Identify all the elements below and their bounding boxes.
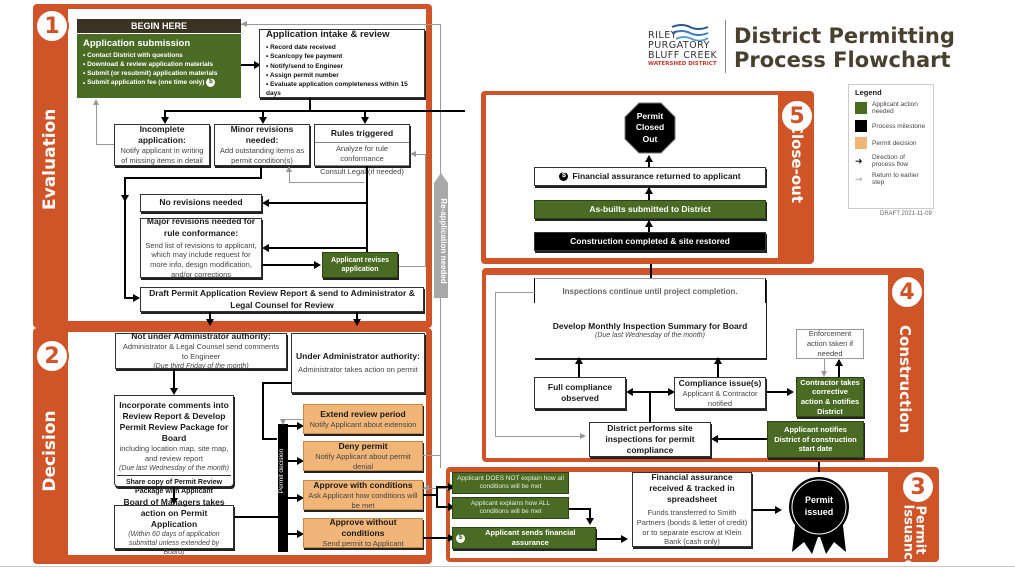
black-swatch: [855, 120, 867, 132]
reapplication-bar: [434, 183, 448, 298]
submission-item: Download & review application materials: [83, 60, 235, 69]
applicant-revises-box[interactable]: Applicant revises application: [322, 252, 398, 278]
district-inspections-box[interactable]: District performs site inspections for p…: [589, 422, 711, 457]
section-label-evaluation: Evaluation: [40, 108, 60, 210]
logo-divider: [725, 20, 726, 73]
construction-completed-box[interactable]: Construction completed & site restored: [534, 232, 766, 251]
permit-decision-bar: [278, 424, 288, 552]
inspections-continue-label: Inspections continue until project compl…: [562, 287, 738, 296]
major-revisions-box[interactable]: Major revisions needed for rule conforma…: [140, 216, 262, 279]
enforcement-action-box[interactable]: Enforcement action taken if needed: [796, 329, 864, 359]
intake-item: Evaluate application completeness within…: [266, 80, 418, 98]
intake-item: Notify/send to Engineer: [266, 62, 418, 71]
logo-text: RILEY PURGATORY BLUFF CREEK WATERSHED DI…: [648, 30, 718, 67]
section-label-closeout: Close-out: [788, 123, 806, 203]
monthly-summary-due: (Due last Wednesday of the month): [595, 332, 705, 339]
intake-item: Record date received: [266, 43, 418, 52]
board-action-box[interactable]: Board of Managers takes action on Permit…: [114, 497, 234, 556]
permit-closed-stop-icon: [624, 102, 676, 154]
section-4-badge: 4: [890, 275, 924, 309]
legend-item: Permit decision: [855, 137, 927, 149]
dollar-icon: $: [559, 172, 569, 181]
submission-item: Submit (or resubmit) application materia…: [83, 69, 235, 78]
legend-item: ⇾Return to earlier step: [855, 172, 919, 186]
extend-review-box[interactable]: Extend review period Notify Applicant ab…: [303, 404, 423, 434]
draft-date: DRAFT 2021-11-09: [880, 211, 932, 217]
green-swatch: [855, 102, 867, 114]
not-admin-authority-box[interactable]: Not under Administrator authority: Admin…: [115, 331, 287, 370]
legend-item: ➜Direction of process flow: [855, 154, 909, 168]
legend-item: Applicant action needed: [855, 101, 927, 115]
hollow-arrow-icon: ⇾: [855, 173, 863, 184]
legend-title: Legend: [855, 88, 882, 97]
submission-item: Submit application fee (one time only) $: [83, 78, 235, 88]
permit-issued-label: Permit issued: [804, 495, 834, 517]
full-compliance-box[interactable]: Full compliance observed: [534, 377, 626, 409]
solid-arrow-icon: ➜: [855, 155, 863, 166]
section-2-badge: 2: [35, 339, 69, 373]
admin-authority-box[interactable]: Under Administrator authority: Administr…: [291, 333, 425, 393]
notifies-start-date-box[interactable]: Applicant notifies District of construct…: [767, 421, 864, 458]
financial-assurance-received-box[interactable]: Financial assurance received & tracked i…: [632, 472, 752, 547]
deny-permit-box[interactable]: Deny permit Notify Applicant about permi…: [303, 441, 423, 471]
begin-here-header: BEGIN HERE: [77, 19, 241, 33]
no-revisions-box[interactable]: No revisions needed: [140, 194, 262, 212]
section-1-badge: 1: [35, 9, 69, 43]
reapplication-label: Re-application needed: [439, 198, 448, 284]
compliance-issues-box[interactable]: Compliance issue(s) Applicant & Contract…: [674, 377, 766, 409]
draft-report-box[interactable]: Draft Permit Application Review Report &…: [140, 287, 424, 312]
dollar-icon: $: [456, 533, 465, 543]
minor-revisions-box[interactable]: Minor revisions needed: Add outstanding …: [214, 124, 310, 166]
permit-closed-label: Permit Closed Out: [635, 111, 665, 144]
incomplete-application-box[interactable]: Incomplete application: Notify applicant…: [114, 124, 210, 166]
submission-title: Application submission: [83, 38, 191, 49]
fa-returned-box[interactable]: $ Financial assurance returned to applic…: [534, 167, 766, 186]
explains-conditions-box[interactable]: Applicant explains how ALL conditions wi…: [452, 497, 569, 519]
section-label-issuance: Issuance: [900, 504, 916, 569]
application-submission-box[interactable]: Application submission Contact District …: [77, 34, 241, 98]
rules-triggered-box[interactable]: Rules triggered Analyze for rule conform…: [314, 124, 410, 176]
legend-box: Legend Applicant action needed Process m…: [848, 84, 934, 209]
submission-item: Contact District with questions: [83, 51, 235, 60]
approve-without-conditions-box[interactable]: Approve without conditions Send permit t…: [303, 517, 423, 548]
incorporate-comments-box[interactable]: Incorporate comments into Review Report …: [114, 395, 234, 495]
intake-item: Assign permit number: [266, 71, 418, 80]
sends-financial-assurance-box[interactable]: $ Applicant sends financial assurance: [452, 527, 596, 549]
section-label-construction: Construction: [896, 325, 914, 434]
permit-decision-label: Permit decision: [278, 448, 285, 494]
intake-title: Application intake & review: [266, 29, 390, 41]
orange-swatch: [855, 137, 867, 149]
permit-issued-ribbon-icon: [789, 477, 849, 554]
asbuilts-box[interactable]: As-builts submitted to District: [534, 200, 766, 219]
monthly-summary-title: Develop Monthly Inspection Summary for B…: [552, 321, 748, 331]
page-title: District Permitting Process Flowchart: [734, 24, 955, 73]
intake-item: Scan/copy fee payment: [266, 52, 418, 61]
approve-with-conditions-box[interactable]: Approve with conditions Ask Applicant ho…: [303, 480, 423, 510]
does-not-explain-box[interactable]: Applicant DOES NOT explain how all condi…: [452, 472, 569, 494]
section-label-decision: Decision: [40, 410, 60, 492]
application-intake-box[interactable]: Application intake & review Record date …: [259, 29, 425, 98]
bottom-rule: [0, 566, 1015, 567]
dollar-icon: $: [206, 78, 216, 88]
section-5-badge: 5: [780, 99, 814, 133]
watershed-logo-icon: [671, 24, 709, 41]
contractor-corrective-box[interactable]: Contractor takes corrective action & not…: [796, 377, 864, 417]
legend-item: Process milestone: [855, 120, 927, 132]
section-3-badge: 3: [901, 470, 935, 504]
